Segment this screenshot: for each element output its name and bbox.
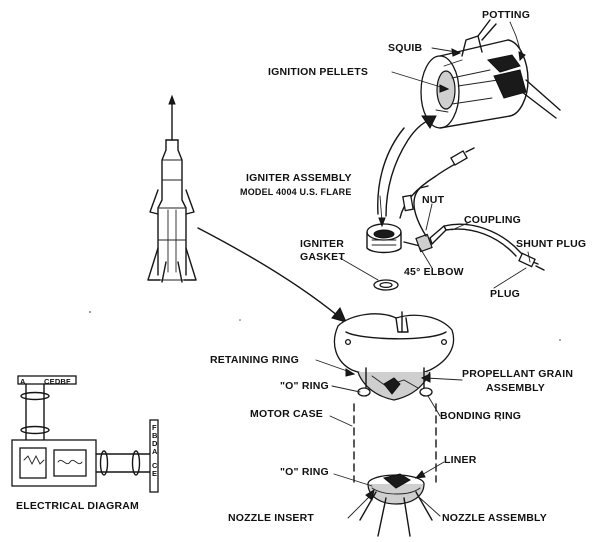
callout-arrow-rocket [197,227,347,323]
label-igniter-gasket-2: GASKET [300,251,345,263]
squib-detail [420,19,561,129]
leader-lines-motor [315,359,463,519]
label-squib: SQUIB [388,42,423,54]
label-igniter-assembly: IGNITER ASSEMBLY [246,172,352,184]
leader-lines-middle [339,195,531,289]
label-plug: PLUG [490,288,520,300]
label-ignition-pellets: IGNITION PELLETS [268,66,369,78]
label-liner: LINER [444,454,477,466]
label-elbow: 45° ELBOW [404,266,464,278]
label-coupling: COUPLING [464,214,522,226]
label-igniter-gasket-1: IGNITER [300,238,344,250]
label-shunt-plug: SHUNT PLUG [516,238,587,250]
print-specks [89,311,561,421]
leader-lines-top [391,21,526,93]
pin-label-a: A [20,377,26,386]
label-igniter-model: MODEL 4004 U.S. FLARE [240,187,352,197]
igniter-assembly-part [366,223,402,254]
pin-label-top-group: CEDBF [44,377,71,386]
label-propellant-1: PROPELLANT GRAIN [462,368,574,380]
callout-arrow-squib [377,115,437,217]
pin-label-side-group-2: CE [152,461,158,478]
label-nut: NUT [422,194,445,206]
label-bonding-ring: BONDING RING [440,410,522,422]
pin-label-side-group-1: FBDA [152,423,158,456]
gasket-part [373,279,399,291]
label-retaining-ring: RETAINING RING [210,354,299,366]
label-potting: POTTING [482,9,531,21]
label-o-ring-top: "O" RING [280,380,329,392]
plug-lead [402,185,429,237]
label-propellant-2: ASSEMBLY [486,382,545,394]
label-nozzle-insert: NOZZLE INSERT [228,512,315,524]
label-nozzle-assembly: NOZZLE ASSEMBLY [442,512,547,524]
rocket-drawing [147,94,197,283]
label-motor-case: MOTOR CASE [250,408,323,420]
label-electrical-diagram: ELECTRICAL DIAGRAM [16,500,139,512]
electrical-diagram-drawing [11,375,159,493]
label-o-ring-bottom: "O" RING [280,466,329,478]
motor-assembly-drawing [333,311,455,537]
